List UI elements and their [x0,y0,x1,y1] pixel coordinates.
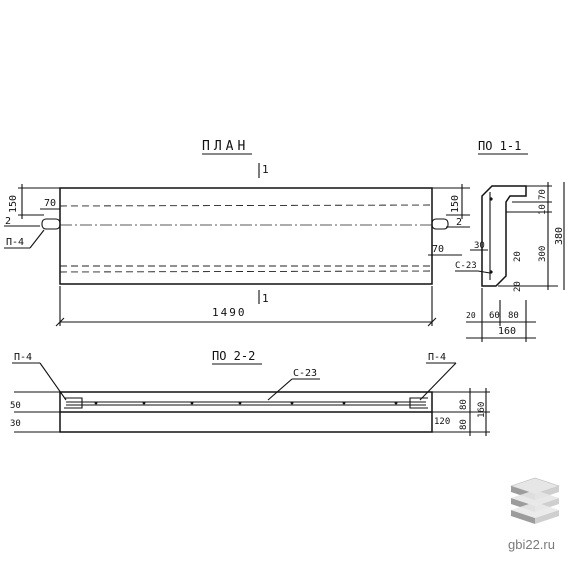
loop-left-section [64,397,83,409]
section-2-2-loop-left: П-4 [14,352,32,363]
dim-loop-70: 70 [44,198,56,209]
section-2-2-dim-left-30: 30 [10,419,21,429]
loop-left [41,218,61,230]
section-1-1-dim-bottom-20: 20 [466,311,476,320]
plan-section-mark-top: 1 [262,163,269,176]
plan-loop-label: П-4 [6,237,24,248]
tick-length-right [427,317,437,327]
brand-text: gbi22.ru [508,537,555,552]
plan-section-mark-bottom: 1 [262,292,269,305]
section-2-2-dim-right-160: 160 [477,402,487,418]
rebar-dot-bottom [489,270,493,274]
section-2-2-mark-c23: С-23 [293,368,317,379]
section-2-2-dim-right-80: 80 [459,399,469,410]
section-1-1-view: ПО 1-1 70 10 300 380 20 20 30 С-23 20 60 [455,139,565,342]
section-1-1-dim-380: 380 [554,227,565,245]
section-1-1-dim-300: 300 [538,246,548,262]
section-1-1-dim-20b: 20 [513,281,523,292]
tick-length-left [55,317,65,327]
stacked-slabs-icon [510,477,560,524]
section-2-2-title: ПО 2-2 [212,349,255,363]
section-1-1-dim-160: 160 [498,326,516,337]
section-1-1-dim-10: 10 [538,204,548,215]
loop-right-leader [419,362,457,401]
plan-title: ПЛАН [202,139,249,154]
section-1-1-dim-70: 70 [538,189,548,200]
dim-length: 1490 [212,306,247,319]
rebar-line-top [59,204,433,207]
rebar-line-bottom-2 [59,270,433,273]
dim-left-150: 150 [8,195,19,213]
dim-right-150: 150 [450,195,461,213]
section-1-1-dim-80: 80 [508,311,519,321]
section-1-1-dim-20: 20 [513,251,523,262]
section-2-2-dim-left-50: 50 [10,401,21,411]
section-1-1-dim-60: 60 [489,311,500,321]
rebar-dots [94,401,398,405]
loop-left-leader [39,362,67,401]
section-1-1-dim-30: 30 [474,241,485,251]
section-1-1-profile [481,185,527,287]
section-1-1-mark-c23: С-23 [455,261,477,271]
section-2-2-loop-right: П-4 [428,352,446,363]
section-2-2-dim-right-120: 120 [434,417,450,427]
mark-c23-leader [477,270,491,274]
dim-left-2: 2 [5,216,11,227]
section-2-2-view: ПО 2-2 С-23 П-4 50 30 П-4 [10,349,490,436]
mark-c23-22-leader [267,378,293,401]
rebar-dot-top [489,197,493,201]
plan-view: ПЛАН 1 1 150 2 70 П-4 150 2 7 [4,139,470,327]
loop-right [431,218,449,230]
slab-outline-plan [59,187,433,285]
loop-label-leader [29,229,45,249]
dim-right-2: 2 [456,217,462,228]
dim-right-70: 70 [432,244,444,255]
section-2-2-dim-right-80b: 80 [459,419,469,430]
section-1-1-title: ПО 1-1 [478,139,521,153]
loop-right-section [409,397,428,409]
